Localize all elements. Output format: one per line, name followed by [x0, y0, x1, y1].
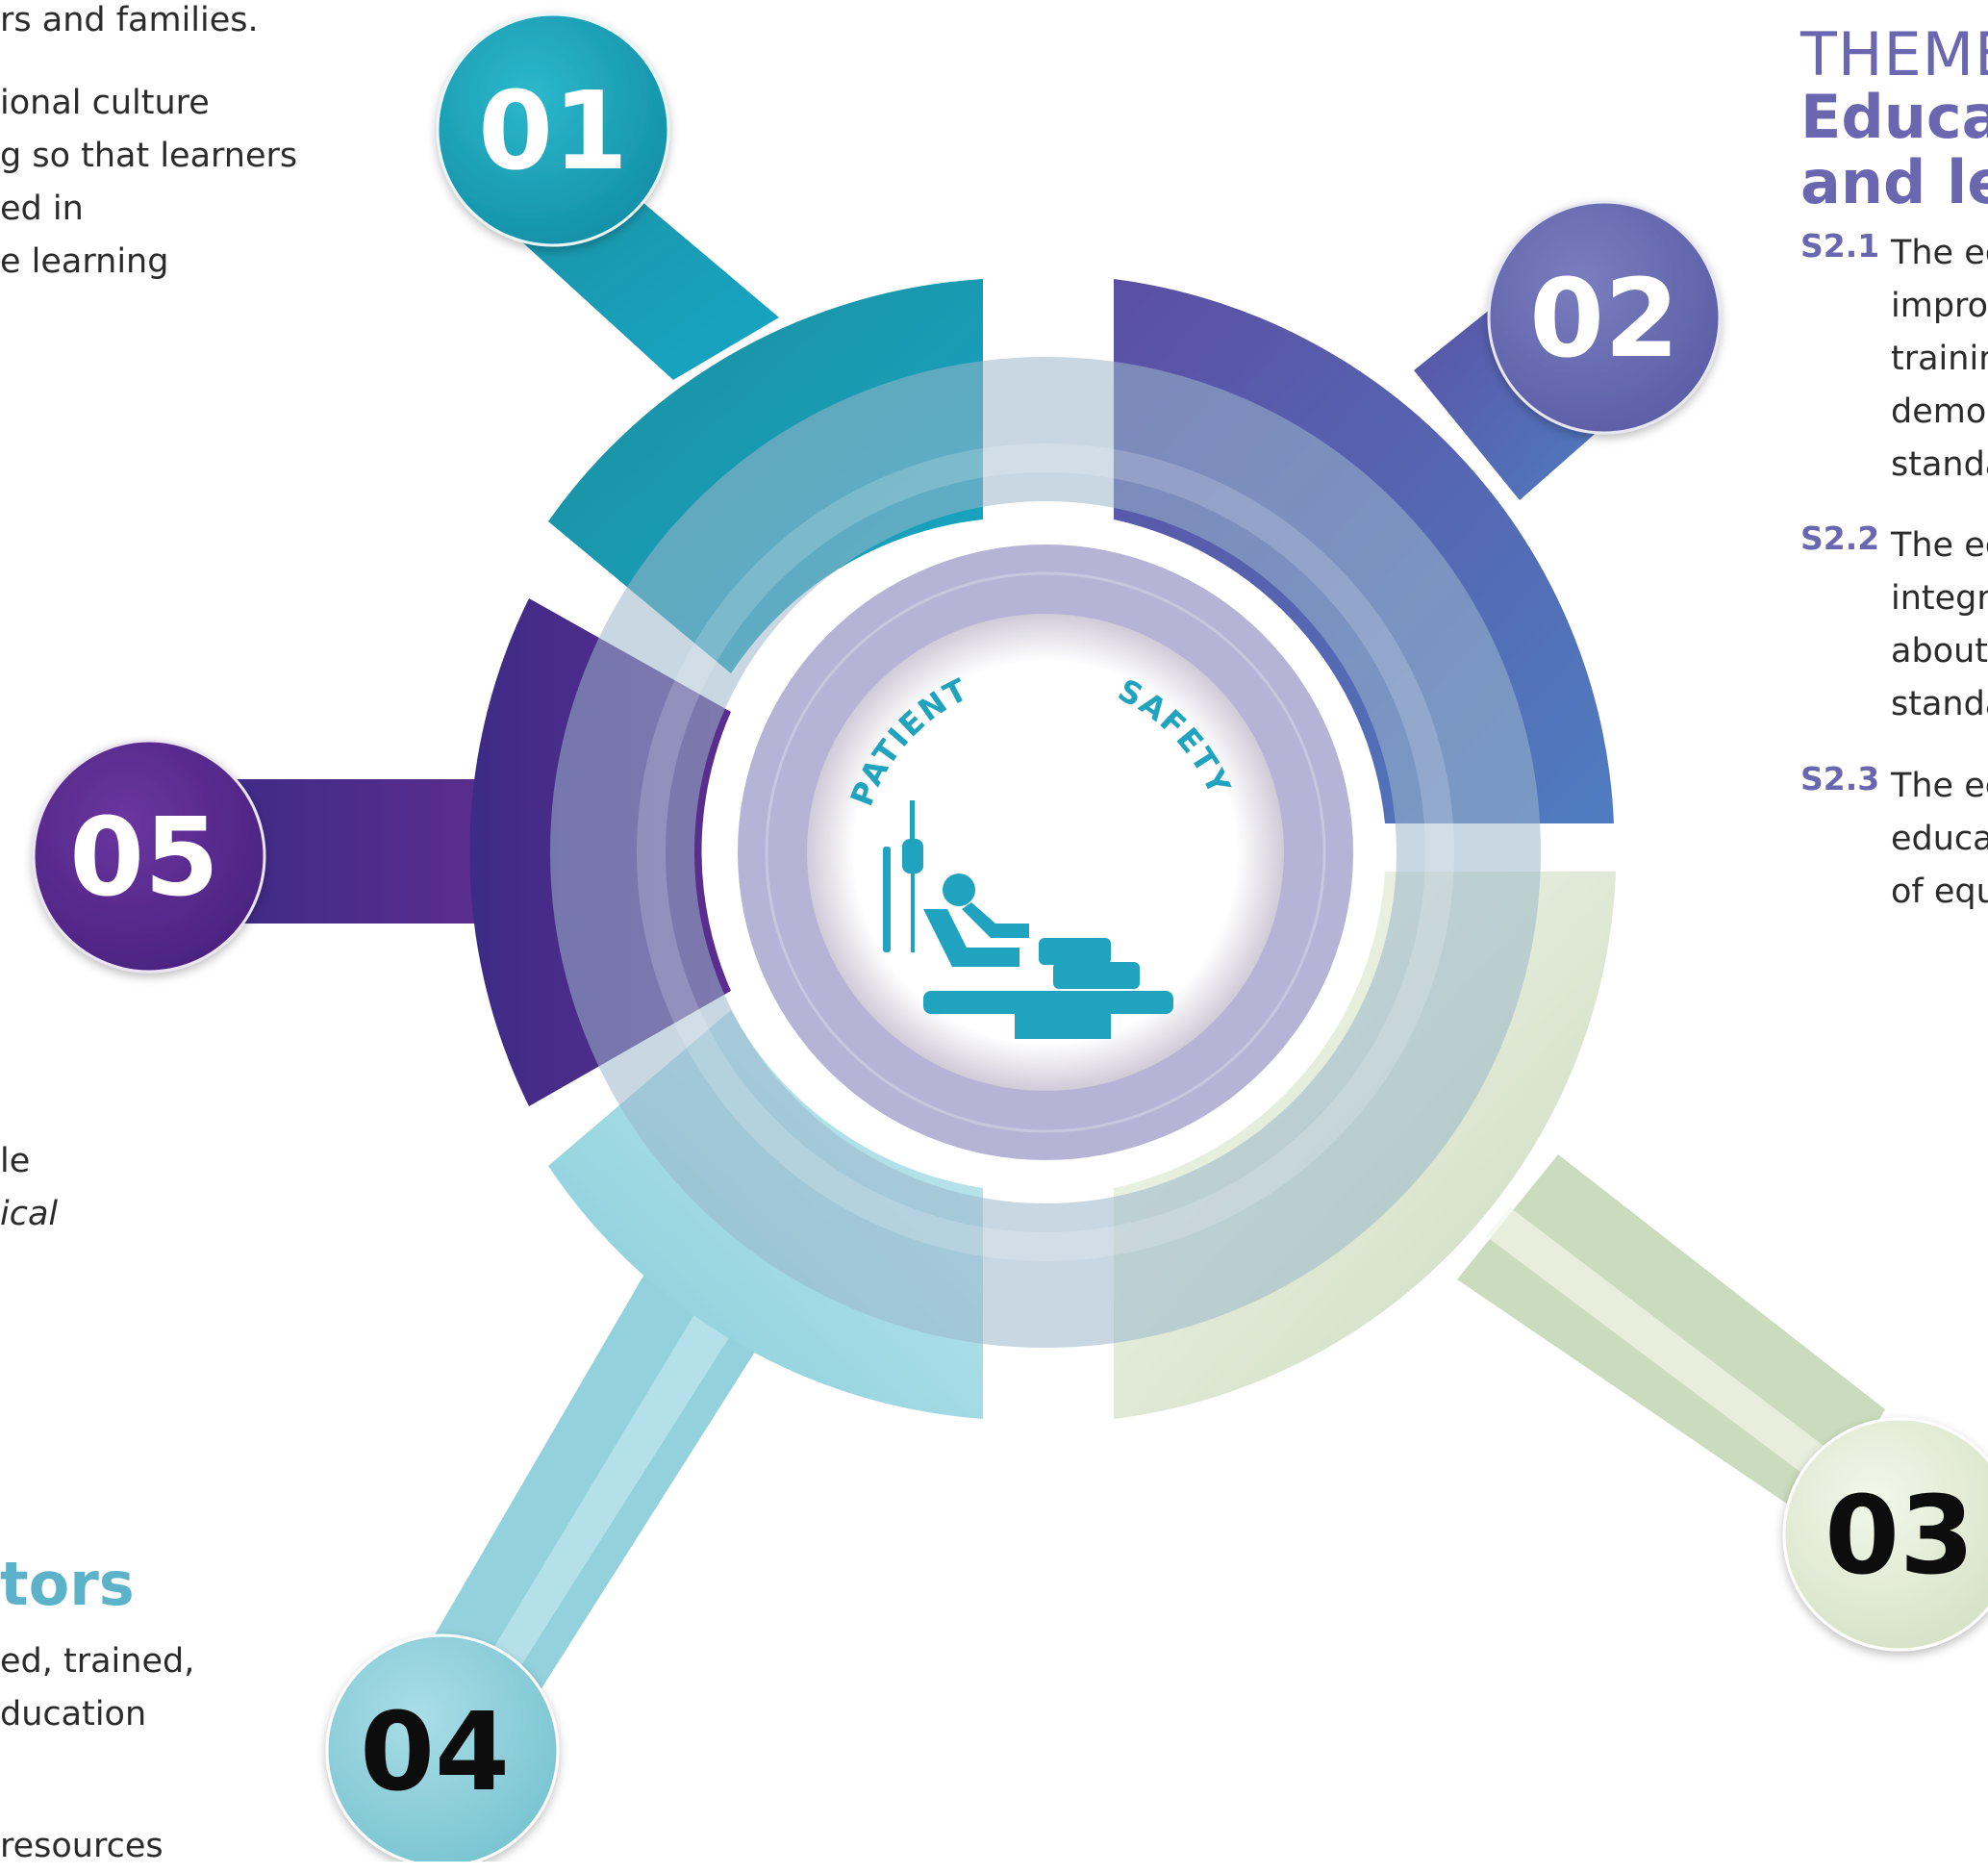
- theme-title: Educat and le: [1800, 85, 1988, 215]
- arm-05: [221, 779, 481, 924]
- node-number: 02: [1529, 257, 1679, 382]
- text-line: rs and families.: [0, 1, 259, 39]
- inner-ring-edge: [765, 571, 1326, 1133]
- left-text-block-3: le ical: [0, 1135, 58, 1241]
- node-number: 01: [478, 69, 628, 194]
- text-line: resources: [0, 1827, 164, 1865]
- left-section-heading: tors: [0, 1549, 135, 1619]
- node-03: 03: [1782, 1417, 1988, 1652]
- standard-text: The ec improv trainin demor standa: [1891, 227, 1988, 492]
- text-line: ional culture: [0, 84, 210, 122]
- text-line: standa: [1891, 445, 1988, 484]
- left-text-block-5: resources: [0, 1820, 164, 1873]
- text-line: The ec: [1891, 526, 1988, 565]
- text-line: g so that learners: [0, 137, 298, 175]
- node-number: 04: [360, 1690, 510, 1815]
- left-text-block-4: ed, trained, ducation: [0, 1635, 194, 1741]
- node-04: 04: [325, 1633, 560, 1861]
- standard-code: S2.1: [1800, 227, 1880, 265]
- text-line-italic: ical: [0, 1195, 59, 1233]
- arm-03-highlight: [1486, 1207, 1851, 1496]
- left-text-block-2: ional culture g so that learners ed in e…: [0, 77, 297, 289]
- standard-text: The ec educat of equ: [1891, 760, 1988, 919]
- text-line: demor: [1891, 392, 1988, 431]
- node-number: 03: [1824, 1474, 1975, 1599]
- text-line: ducation: [0, 1695, 147, 1734]
- theme-title-line: and le: [1800, 147, 1988, 217]
- middle-ring-highlight: [637, 443, 1454, 1261]
- standard-code: S2.3: [1800, 760, 1880, 797]
- standard-code: S2.2: [1800, 519, 1880, 557]
- text-line: standa: [1891, 685, 1988, 723]
- center-disc: [807, 614, 1284, 1091]
- node-number: 05: [69, 796, 219, 921]
- text-line: trainin: [1891, 340, 1988, 378]
- theme-title-line: Educat: [1800, 82, 1988, 152]
- middle-ring: [550, 357, 1541, 1348]
- arm-04-highlight: [481, 1270, 760, 1683]
- node-01: 01: [436, 13, 670, 247]
- text-line: The ec: [1891, 234, 1988, 272]
- text-line: ed in: [0, 190, 84, 228]
- text-line: The ec: [1891, 767, 1988, 805]
- text-line: le: [0, 1142, 31, 1180]
- text-line: improv: [1891, 287, 1988, 325]
- text-line: ed, trained,: [0, 1642, 195, 1681]
- node-05: 05: [32, 739, 266, 974]
- text-line: e learning: [0, 242, 169, 281]
- text-line: of equ: [1891, 873, 1988, 911]
- text-line: about: [1891, 632, 1988, 671]
- patient-bed-icon: [883, 800, 1173, 1039]
- text-line: educat: [1891, 820, 1988, 858]
- left-text-block-1: rs and families.: [0, 0, 259, 47]
- node-02: 02: [1487, 200, 1722, 435]
